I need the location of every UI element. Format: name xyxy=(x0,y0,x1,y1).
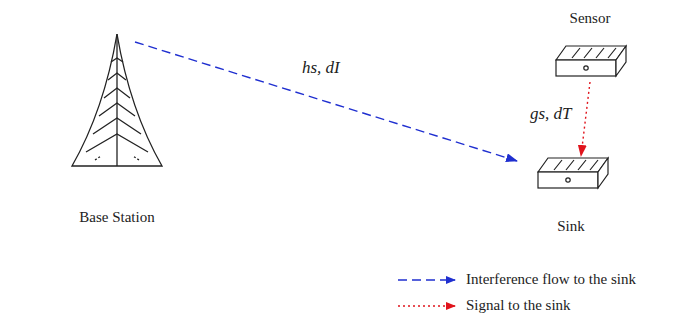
legend-text: Signal to the sink xyxy=(466,297,571,314)
device-label: Sensor xyxy=(570,10,611,27)
device-node: Sensor xyxy=(550,10,630,82)
signal-arrow xyxy=(135,42,517,161)
channel-label: gs, dT xyxy=(528,104,574,124)
device-label: Base Station xyxy=(79,209,154,226)
legend-text: Interference flow to the sink xyxy=(466,271,636,288)
signal-arrow xyxy=(581,82,590,156)
channel-label: hs, dI xyxy=(300,58,342,78)
device-label: Sink xyxy=(557,218,585,235)
sensor-device xyxy=(556,46,626,76)
legend-sample-dashed xyxy=(398,279,455,280)
device-node: Base Station xyxy=(62,30,172,226)
sink-device xyxy=(538,158,608,188)
legend-sample-dotted xyxy=(398,305,455,306)
device-node: Sink xyxy=(515,155,627,235)
base-station-tower xyxy=(72,34,162,166)
